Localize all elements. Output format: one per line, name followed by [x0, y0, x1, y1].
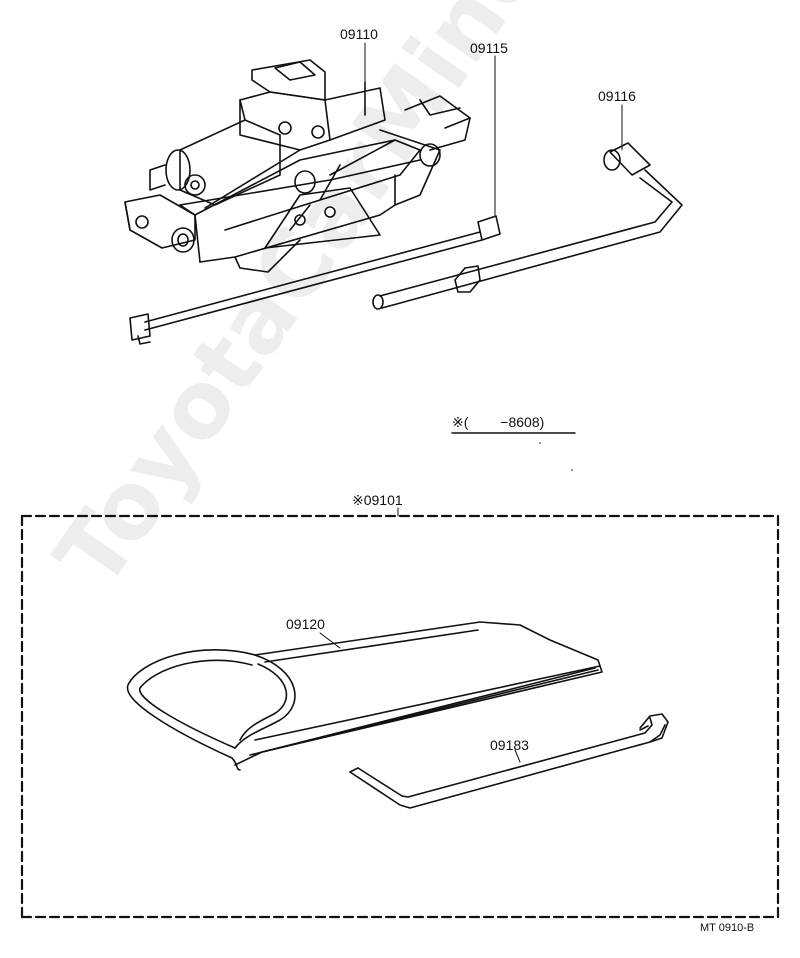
label-set: ※09101	[352, 492, 403, 508]
label-date-note: ※( −8608)	[452, 414, 545, 430]
wheel-wrench-drawing	[372, 142, 683, 310]
tool-bag-leader	[319, 632, 341, 649]
label-jack-handle: 09115	[470, 40, 508, 56]
hook-leader	[514, 749, 521, 763]
jack-drawing	[124, 59, 471, 273]
tool-bag-drawing	[126, 621, 603, 771]
figure-code: MT 0910-B	[700, 922, 755, 934]
jack-handle-drawing	[129, 215, 501, 345]
leader-lines-top	[364, 42, 623, 216]
label-jack: 09110	[340, 26, 378, 42]
label-tool-bag: 09120	[286, 616, 325, 632]
hook-drawing	[349, 713, 669, 809]
set-dashed-box	[20, 514, 780, 919]
label-hook: 09183	[490, 737, 529, 753]
label-wheel-wrench: 09116	[598, 88, 636, 104]
